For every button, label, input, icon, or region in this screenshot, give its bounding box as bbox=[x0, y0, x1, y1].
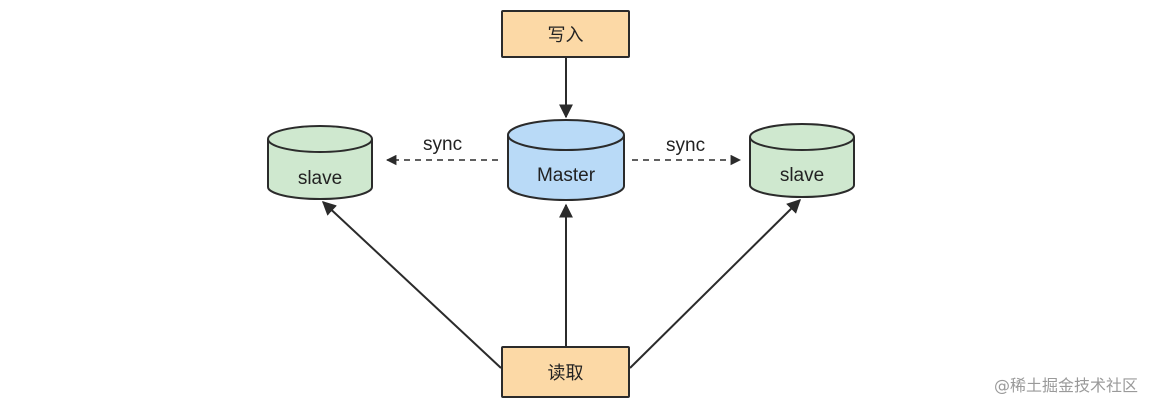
slave-right-label: slave bbox=[779, 165, 825, 186]
watermark: @稀土掘金技术社区 bbox=[993, 376, 1138, 395]
read-to-slave-right-arrow bbox=[629, 199, 801, 369]
read-node-label: 读取 bbox=[547, 363, 584, 384]
slave-right-cylinder bbox=[749, 123, 855, 198]
sync-right-label: sync bbox=[666, 135, 706, 156]
slave-left-label: slave bbox=[297, 168, 343, 189]
sync-left-label: sync bbox=[423, 134, 463, 155]
read-to-slave-left-arrow bbox=[321, 201, 502, 369]
master-cylinder bbox=[507, 119, 625, 201]
slave-left-cylinder bbox=[267, 125, 373, 200]
read-node: 读取 bbox=[501, 346, 630, 398]
write-node-label: 写入 bbox=[547, 25, 584, 46]
master-label: Master bbox=[536, 165, 596, 186]
write-node: 写入 bbox=[501, 10, 630, 58]
